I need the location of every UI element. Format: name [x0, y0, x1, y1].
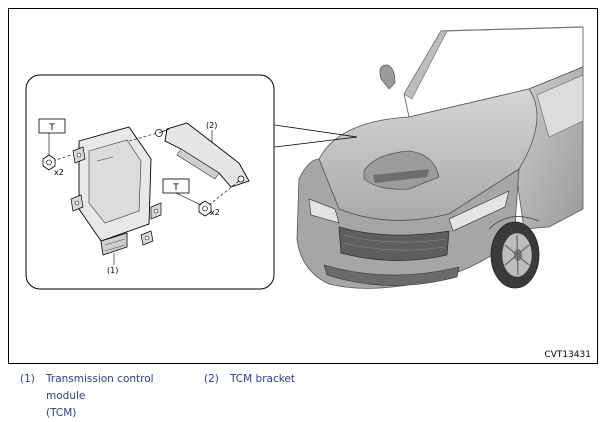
- legend-row: (1) Transmission control module (2) TCM …: [20, 371, 600, 405]
- legend-item-1-text: Transmission control module: [46, 373, 154, 402]
- figure-code: CVT13431: [544, 350, 591, 360]
- tcm-module: [70, 126, 162, 256]
- part-callout-1: (1): [107, 266, 118, 275]
- nut-icon-2: [198, 200, 212, 217]
- legend-item-2-text: TCM bracket: [230, 373, 295, 385]
- side-window: [536, 74, 584, 138]
- legend-item-1-number: (1): [20, 373, 35, 385]
- torque-label-2: T: [172, 183, 179, 193]
- legend-item-1-text-continued: (TCM): [46, 407, 77, 419]
- front-grille: [338, 226, 450, 261]
- wheel-arch: [488, 216, 540, 230]
- inset-connector-line-2: [274, 136, 358, 148]
- headlight-right: [448, 190, 510, 232]
- front-wheel: [490, 221, 540, 289]
- torque-label-1: T: [48, 123, 55, 133]
- quantity-label-2: x2: [210, 208, 220, 217]
- part-callout-2: (2): [206, 121, 217, 130]
- torque-box-1: [38, 118, 66, 134]
- legend-item-2-number: (2): [204, 373, 219, 385]
- a-pillar: [403, 30, 448, 100]
- inset-connector-line: [274, 124, 358, 138]
- side-mirror: [379, 64, 396, 90]
- figure-frame: T T x2 x2 (1) (2) CVT13431: [8, 8, 598, 364]
- legend-row-2: (TCM): [20, 405, 600, 422]
- headlight-left: [308, 198, 340, 224]
- roof-edge: [440, 26, 584, 32]
- alignment-line-2: [208, 180, 240, 206]
- lower-intake: [323, 264, 460, 286]
- quantity-label-1: x2: [54, 168, 64, 177]
- alignment-line-3: [52, 154, 72, 162]
- hood-scoop-opening: [373, 169, 429, 183]
- inset-detail: T T x2 x2 (1) (2): [25, 74, 275, 290]
- tcm-bracket: [155, 122, 250, 188]
- service-diagram: T T x2 x2 (1) (2): [25, 26, 584, 290]
- legend: (1) Transmission control module (2) TCM …: [20, 371, 600, 422]
- car-illustration: [296, 26, 584, 289]
